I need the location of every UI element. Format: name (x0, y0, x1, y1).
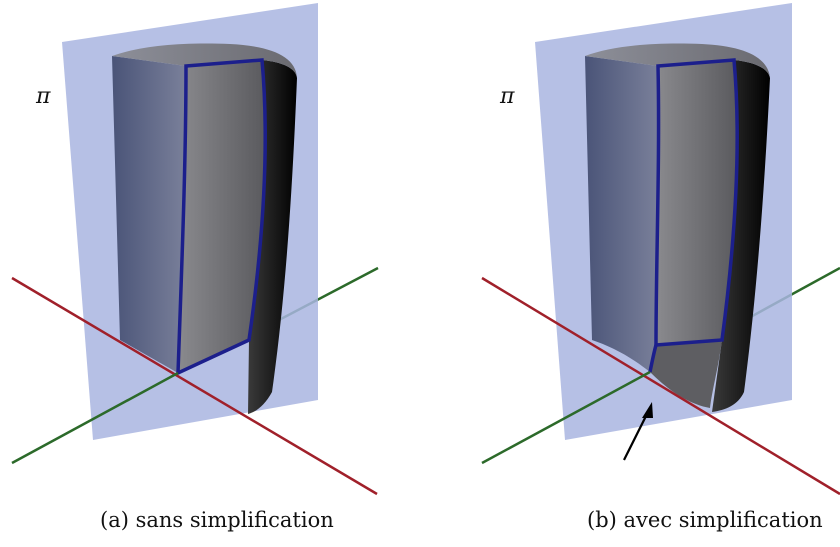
solid-top-cap (585, 43, 770, 78)
solid-curved-face (248, 60, 297, 414)
solid-middle-face (656, 60, 738, 345)
plane-label: π (36, 84, 51, 109)
cut-outline (654, 58, 739, 347)
solid-left-face (112, 56, 186, 373)
cut-outline (176, 58, 267, 376)
cut-outline-lower (648, 344, 658, 373)
plane-label: π (500, 84, 515, 109)
diagram-3d-solid-a (11, 3, 379, 496)
solid-curved-face (712, 60, 770, 412)
arrow-indicator (623, 402, 653, 461)
caption-a: (a) sans simplification (100, 508, 334, 532)
red-axis (481, 276, 840, 496)
solid-middle-face (178, 60, 266, 373)
solid-top-cap (112, 43, 297, 78)
solid-simplified-sheet (650, 340, 722, 408)
green-axis-front (481, 370, 651, 465)
diagram-3d-solid-b (481, 3, 840, 496)
green-axis-front (11, 371, 179, 465)
solid-left-face (585, 56, 659, 372)
red-axis (11, 276, 378, 496)
figure-panel-b: π (b) avec simplification (420, 0, 840, 547)
figure-panel-a: π (a) sans simplification (11, 3, 379, 532)
caption-b: (b) avec simplification (587, 508, 823, 532)
